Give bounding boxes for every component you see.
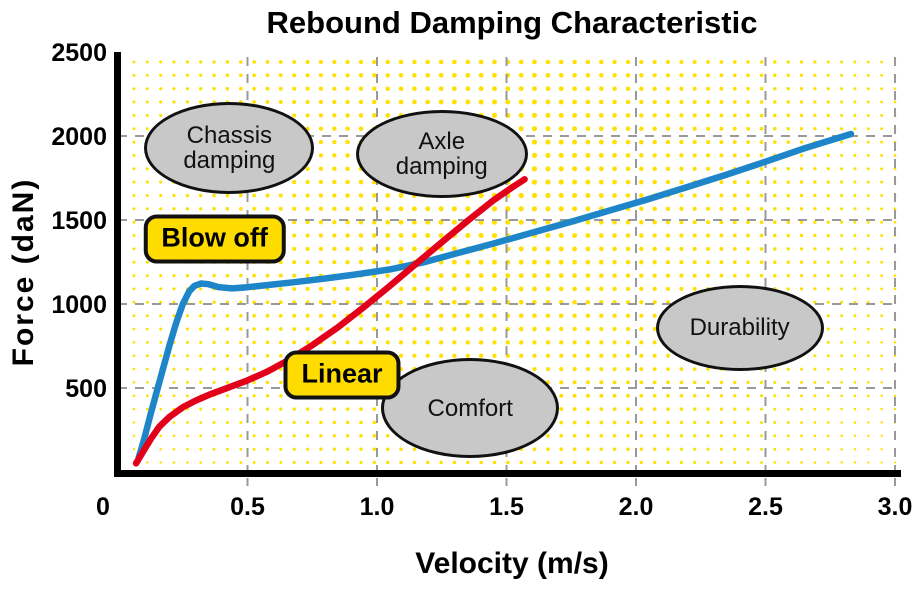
- x-tick-2-5: 2.5: [748, 493, 783, 521]
- y-tick-labels: 500 1000 1500 2000 2500: [51, 39, 107, 403]
- x-axis-title: Velocity (m/s): [415, 547, 609, 580]
- series-line-blow-off: [135, 130, 855, 461]
- y-tick-2000: 2000: [51, 123, 107, 151]
- series-line-linear: [132, 176, 528, 467]
- x-tick-0-5: 0.5: [230, 493, 265, 521]
- chart-title: Rebound Damping Characteristic: [266, 5, 758, 40]
- y-axis-title: Force (daN): [7, 177, 40, 367]
- dot-pattern: [132, 59, 897, 465]
- x-tick-labels: 0 0.5 1.0 1.5 2.0 2.5 3.0: [96, 493, 912, 521]
- x-tick-1-0: 1.0: [360, 493, 395, 521]
- axes: [114, 52, 901, 486]
- y-tick-500: 500: [65, 375, 107, 403]
- x-tick-0: 0: [96, 493, 110, 521]
- y-tick-2500: 2500: [51, 39, 107, 67]
- x-axis-line: [114, 470, 901, 477]
- x-tick-2-0: 2.0: [619, 493, 654, 521]
- y-axis-line: [114, 52, 121, 477]
- y-tick-1000: 1000: [51, 291, 107, 319]
- x-tick-3-0: 3.0: [878, 493, 913, 521]
- x-tick-1-5: 1.5: [489, 493, 524, 521]
- y-tick-1500: 1500: [51, 207, 107, 235]
